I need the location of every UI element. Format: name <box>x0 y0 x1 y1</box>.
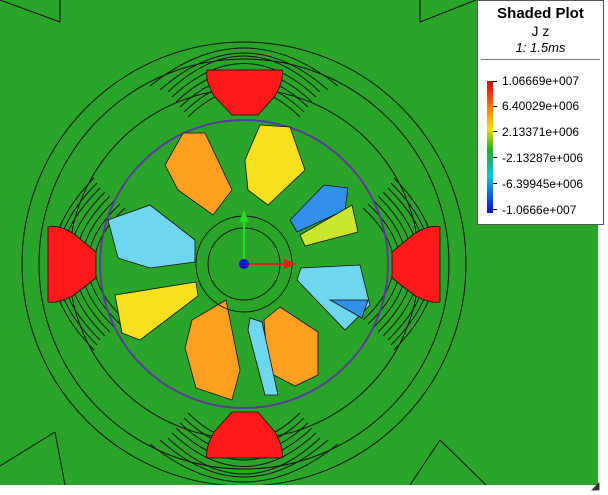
slot-11 <box>107 204 196 269</box>
legend-value-2: 6.40029e+006 <box>502 99 580 113</box>
stator-coils <box>47 69 441 459</box>
slot-1 <box>164 132 233 216</box>
slot-2 <box>244 124 306 206</box>
legend-time: 1: 1.5ms <box>515 40 566 55</box>
coil-right <box>391 225 441 303</box>
rotor-slots <box>107 124 371 401</box>
coil-left <box>47 225 97 303</box>
slot-4 <box>299 204 359 247</box>
coil-top <box>206 69 283 116</box>
legend-tick <box>493 183 497 184</box>
frame-bottom <box>0 485 608 495</box>
slot-9 <box>184 299 241 401</box>
legend-tick <box>493 157 497 158</box>
rotor-outline <box>99 119 389 409</box>
slot-3 <box>289 184 349 233</box>
legend-color-bar <box>487 81 493 213</box>
slot-6 <box>328 299 369 319</box>
slot-8 <box>247 317 279 396</box>
shaded-plot-legend: Shaded Plot J z 1: 1.5ms 1.06669e+0 <box>477 0 604 225</box>
slot-10 <box>114 281 199 341</box>
legend-separator <box>481 59 600 60</box>
axis-triad <box>239 210 296 269</box>
legend-value-3: 2.13371e+006 <box>502 125 580 139</box>
frame-lines <box>0 0 487 486</box>
legend-tick <box>493 209 497 210</box>
coil-bottom <box>206 411 283 459</box>
legend-value-5: -6.39945e+006 <box>502 177 584 191</box>
frame-right <box>598 0 608 495</box>
slot-5 <box>296 264 371 331</box>
resize-grip-icon[interactable]: ◢ <box>591 480 600 492</box>
legend-value-4: -2.13287e+006 <box>502 151 584 165</box>
legend-title: Shaded Plot <box>497 5 584 22</box>
legend-tick <box>493 131 497 132</box>
legend-tick <box>493 81 497 82</box>
legend-value-1: 1.06669e+007 <box>502 74 580 88</box>
legend-value-6: -1.0666e+007 <box>502 203 577 217</box>
legend-tick <box>493 106 497 107</box>
legend-quantity: J z <box>531 23 550 39</box>
